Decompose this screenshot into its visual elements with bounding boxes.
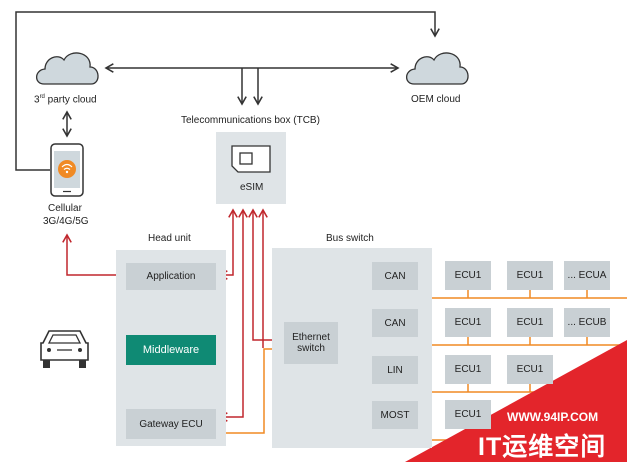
tcb-ethernet-link-a [248, 208, 283, 345]
tcb-box: eSIM [216, 132, 286, 204]
oem-cloud-icon [405, 52, 469, 85]
ecu-box: ECU1 [507, 308, 553, 337]
watermark-url: WWW.94IP.COM [507, 410, 599, 424]
ecu-box: ... ECUA [564, 261, 610, 290]
ecu-box: ECU1 [507, 355, 553, 384]
gateway-ecu-box: Gateway ECU [126, 409, 216, 439]
watermark-text: IT运维空间 [478, 433, 607, 461]
head-unit-title: Head unit [148, 233, 191, 244]
ecu-box: ECU1 [445, 261, 491, 290]
ethernet-switch-box: Ethernet switch [284, 322, 338, 364]
third-party-cloud-label: 3rd party cloud [34, 94, 97, 106]
ecu-box: ECU1 [507, 261, 553, 290]
ecu-box: ECU1 [445, 400, 491, 429]
ethernet-switch-label-line1: Ethernet [292, 332, 330, 343]
watermark-background [405, 340, 627, 462]
bus-switch-title: Bus switch [326, 233, 374, 244]
bus-box-can-a: CAN [372, 262, 418, 290]
bus-box-can-b: CAN [372, 309, 418, 337]
cellular-generation-label: 3G/4G/5G [43, 216, 89, 227]
cellular-label: Cellular [48, 203, 82, 214]
car-icon [40, 330, 89, 368]
bus-box-lin: LIN [372, 356, 418, 384]
third-party-cloud-icon [35, 52, 99, 85]
esim-label: eSIM [240, 182, 264, 193]
tcb-gateway-link [218, 208, 248, 422]
sim-card-icon [231, 145, 271, 173]
middleware-box: Middleware [126, 335, 216, 365]
ecu-box: ECU1 [445, 355, 491, 384]
bus-box-most: MOST [372, 401, 418, 429]
ethernet-switch-label-line2: switch [297, 343, 325, 354]
application-box: Application [126, 263, 216, 290]
smartphone-icon [50, 143, 84, 197]
tcb-title: Telecommunications box (TCB) [181, 115, 320, 126]
oem-cloud-label: OEM cloud [411, 94, 461, 105]
phone-to-oem-cloud-line [15, 11, 440, 171]
ecu-box: ... ECUB [564, 308, 610, 337]
ecu-box: ECU1 [445, 308, 491, 337]
cellular-application-link [62, 233, 127, 280]
